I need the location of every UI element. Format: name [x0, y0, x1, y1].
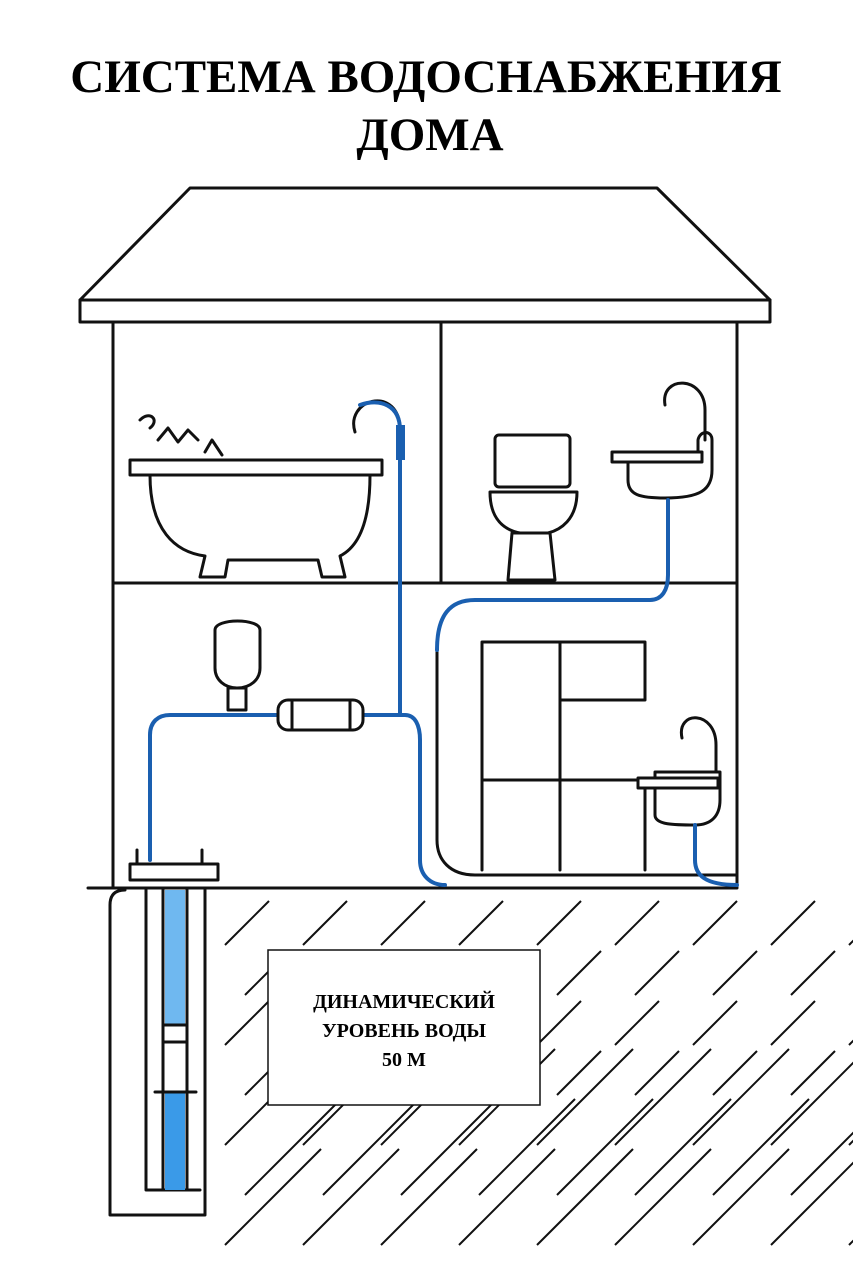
- hatch-line: [692, 1148, 790, 1246]
- hatch-line: [790, 950, 836, 996]
- hatch-line: [712, 1098, 810, 1196]
- label-line-1: ДИНАМИЧЕСКИЙ: [313, 990, 495, 1013]
- roof: [78, 186, 772, 302]
- hatch-line: [848, 1039, 853, 1046]
- hatch-line: [302, 1148, 400, 1246]
- hatch-line: [692, 900, 738, 946]
- hatch-line: [770, 1000, 816, 1046]
- hatch-line: [614, 1148, 712, 1246]
- hatch-line: [458, 900, 504, 946]
- hatch-line: [302, 900, 348, 946]
- kitchen: [435, 640, 739, 877]
- bathtub: [128, 399, 402, 579]
- water-level-label: ДИНАМИЧЕСКИЙ УРОВЕНЬ ВОДЫ 50 М: [267, 949, 541, 1106]
- hatch-line: [536, 1000, 582, 1046]
- hatch-line: [556, 1098, 654, 1196]
- hatch-line: [244, 1098, 342, 1196]
- hatch-line: [790, 1050, 836, 1096]
- water-column-upper: [165, 890, 185, 1025]
- hatch-line: [634, 950, 680, 996]
- hatch-line: [634, 1098, 732, 1196]
- hatch-line: [770, 900, 816, 946]
- hatch-line: [848, 939, 853, 946]
- hatch-line: [790, 1131, 853, 1196]
- hatch-line: [712, 950, 758, 996]
- hatch-line: [770, 1161, 853, 1246]
- valve: [396, 425, 405, 460]
- house: [78, 186, 772, 890]
- bathroom-sink: [610, 381, 714, 500]
- hatch-line: [224, 1000, 270, 1046]
- hatch-line: [556, 1050, 602, 1096]
- water-column-lower: [165, 1092, 185, 1190]
- water-pipes: [148, 400, 739, 887]
- hatch-line: [712, 1050, 758, 1096]
- hatch-line: [770, 1061, 853, 1146]
- well-head: [128, 862, 220, 882]
- hatch-line: [478, 1098, 576, 1196]
- label-line-3: 50 М: [382, 1049, 426, 1071]
- hatch-line: [380, 900, 426, 946]
- title-line-1: СИСТЕМА ВОДОСНАБЖЕНИЯ: [70, 51, 782, 103]
- house-walls: [86, 320, 739, 890]
- hatch-line: [634, 1050, 680, 1096]
- hatch-line: [400, 1098, 498, 1196]
- hatch-line: [614, 1000, 660, 1046]
- filter: [276, 698, 365, 732]
- hatch-line: [536, 1148, 634, 1246]
- hatch-line: [380, 1148, 478, 1246]
- pressure-tank: [213, 619, 262, 712]
- roof-eave: [78, 298, 772, 324]
- hatch-line: [224, 1148, 322, 1246]
- bath-riser-pipe: [358, 400, 402, 717]
- sink-pipe: [435, 498, 670, 652]
- bath-foam-icon: [138, 414, 224, 457]
- label-line-2: УРОВЕНЬ ВОДЫ: [322, 1020, 486, 1042]
- well: [108, 848, 220, 1217]
- hatch-line: [614, 1048, 712, 1146]
- main-pipe: [148, 713, 447, 887]
- title-line-2: ДОМА: [356, 109, 503, 161]
- hatch-line: [458, 1148, 556, 1246]
- hatch-line: [692, 1000, 738, 1046]
- hatch-line: [224, 900, 270, 946]
- hatch-line: [556, 950, 602, 996]
- hatch-line: [322, 1098, 420, 1196]
- hatch-line: [536, 900, 582, 946]
- kitchen-pipe: [693, 823, 739, 887]
- hatch-line: [536, 1048, 634, 1146]
- hatch-line: [692, 1048, 790, 1146]
- toilet: [488, 433, 579, 582]
- hatch-line: [614, 900, 660, 946]
